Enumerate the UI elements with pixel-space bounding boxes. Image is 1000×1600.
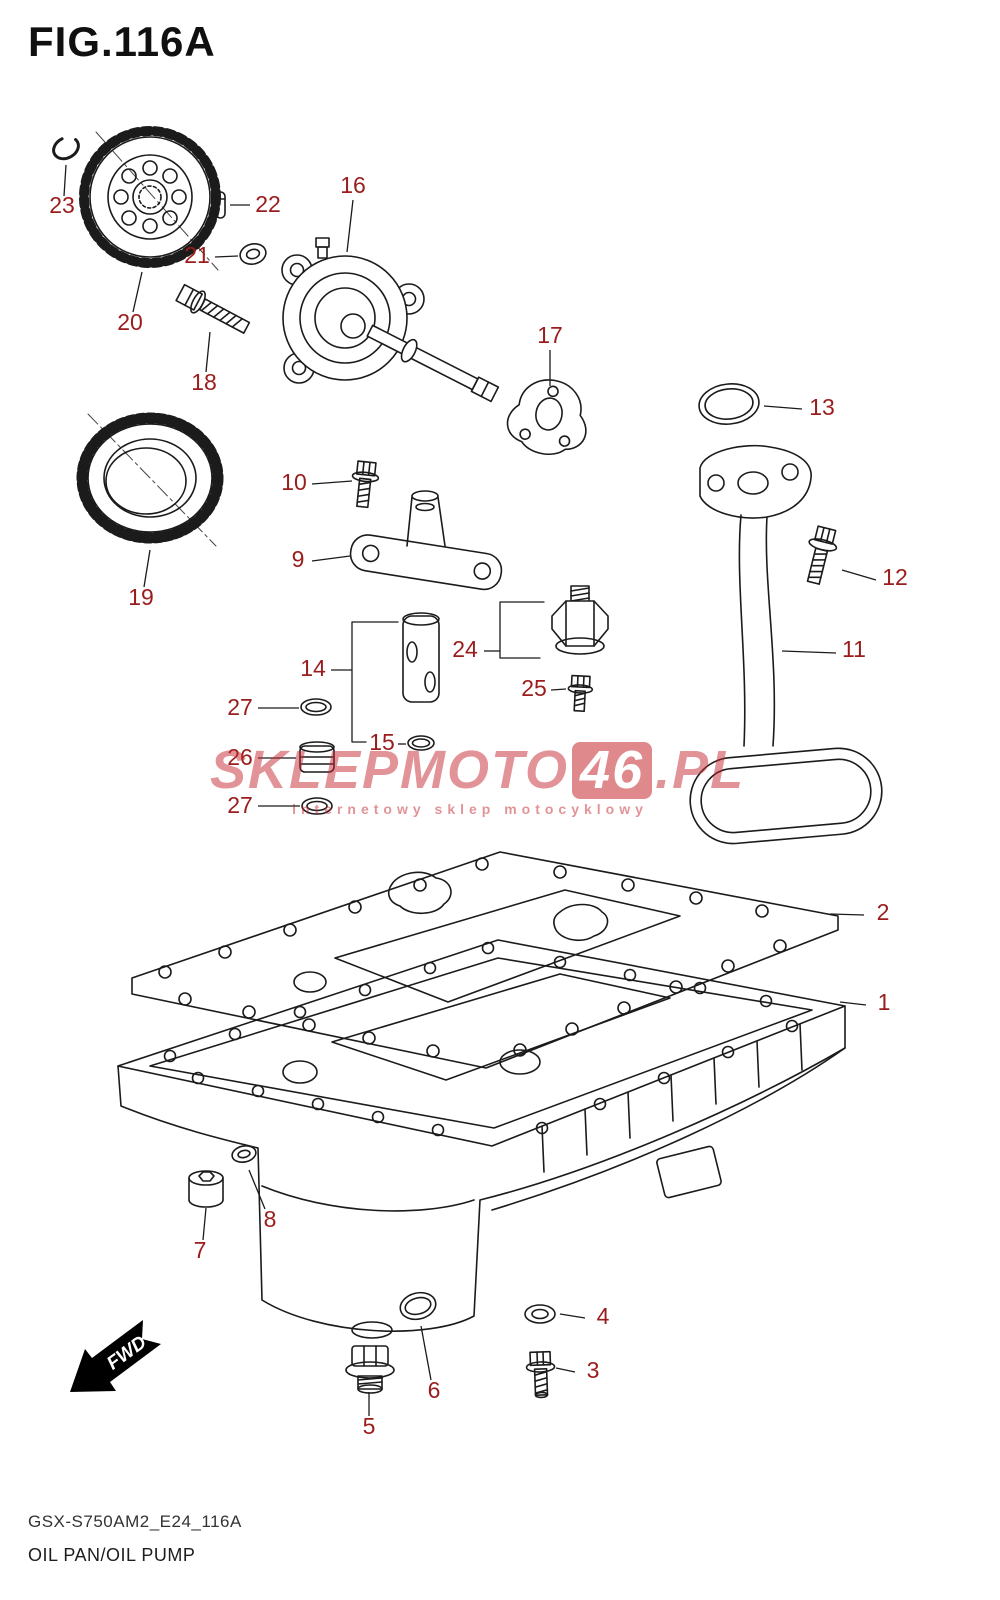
leader-line-4: [559, 1313, 586, 1319]
part-bolt-10: [351, 460, 380, 509]
part-label-22: 22: [255, 191, 281, 217]
leader-line-16: [346, 199, 354, 253]
part-driven-gear-19: [76, 412, 224, 544]
leader-line-12: [841, 569, 877, 581]
part-plug-7: [188, 1170, 224, 1208]
part-oring-27b: [301, 797, 333, 815]
part-label-26: 26: [227, 744, 253, 770]
part-label-15: 15: [369, 729, 395, 755]
part-label-1: 1: [878, 989, 891, 1015]
part-washer-4: [524, 1304, 556, 1324]
part-collar-26: [299, 741, 335, 773]
part-label-5: 5: [363, 1413, 376, 1439]
leader-line-6: [420, 1325, 432, 1381]
part-label-8: 8: [264, 1206, 277, 1232]
part-label-4: 4: [597, 1303, 610, 1329]
leader-line-11: [781, 650, 837, 654]
part-label-23: 23: [49, 192, 75, 218]
part-oring-13: [698, 383, 760, 425]
part-label-14: 14: [300, 655, 326, 681]
part-labels-layer: 2320222118161713121110919142425272627152…: [49, 164, 908, 1439]
part-oring-27a: [300, 698, 332, 716]
fwd-arrow: FWD: [70, 1320, 161, 1392]
leader-line-23: [63, 164, 67, 197]
part-oring-6: [399, 1291, 437, 1321]
leader-line-2: [829, 913, 865, 916]
part-bolt-12: [806, 525, 838, 585]
leader-line-21: [214, 255, 239, 258]
part-washer-21: [239, 243, 267, 265]
footer-model-code: GSX-S750AM2_E24_116A: [28, 1512, 242, 1531]
leader-line-9: [311, 555, 351, 562]
leader-line-1: [839, 1001, 867, 1006]
part-fitting-24: [551, 585, 609, 655]
leader-line-19: [143, 549, 151, 588]
part-label-6: 6: [428, 1377, 441, 1403]
leader-line-7: [202, 1207, 207, 1241]
part-label-2: 2: [877, 899, 890, 925]
part-label-27: 27: [227, 792, 253, 818]
figure-title: FIG.116A: [28, 18, 216, 65]
part-bolt-3: [525, 1350, 556, 1399]
part-pump-gasket-17: [506, 379, 587, 456]
part-label-18: 18: [191, 369, 217, 395]
part-bracket-9: [349, 490, 503, 591]
part-bolt-18: [175, 283, 251, 334]
part-label-16: 16: [340, 172, 366, 198]
part-label-24: 24: [452, 636, 478, 662]
part-label-25: 25: [521, 675, 547, 701]
part-label-12: 12: [882, 564, 908, 590]
part-label-13: 13: [809, 394, 835, 420]
leader-line-18: [205, 331, 211, 373]
part-oil-pan-1: [117, 939, 846, 1339]
leader-line-13: [763, 405, 803, 410]
leader-line-10: [311, 480, 353, 485]
part-label-11: 11: [842, 636, 866, 662]
part-circlip-23: [52, 135, 80, 161]
leader-line-25: [550, 688, 567, 691]
part-oil-pump-16: [281, 237, 500, 403]
part-label-19: 19: [128, 584, 154, 610]
leader-line-20: [132, 271, 143, 313]
leader-line-8: [248, 1169, 266, 1210]
part-label-10: 10: [281, 469, 307, 495]
part-label-27: 27: [227, 694, 253, 720]
bracket-lines: [351, 601, 545, 743]
part-label-7: 7: [194, 1237, 207, 1263]
footer-figure-title: OIL PAN/OIL PUMP: [28, 1545, 196, 1565]
part-relief-valve-14: [402, 612, 440, 703]
part-oil-pan-gasket-2: [131, 851, 839, 1069]
part-bolt-25: [567, 674, 594, 713]
part-oring-15: [407, 735, 435, 751]
part-label-9: 9: [292, 546, 305, 572]
leader-line-3: [555, 1367, 576, 1373]
part-washer-8: [231, 1144, 257, 1164]
part-label-3: 3: [587, 1357, 600, 1383]
part-oil-strainer-11: [689, 444, 883, 845]
part-label-21: 21: [184, 242, 210, 268]
part-label-20: 20: [117, 309, 143, 335]
part-label-17: 17: [537, 322, 563, 348]
part-pin-22: [215, 191, 226, 219]
part-drain-plug-5: [345, 1345, 395, 1394]
